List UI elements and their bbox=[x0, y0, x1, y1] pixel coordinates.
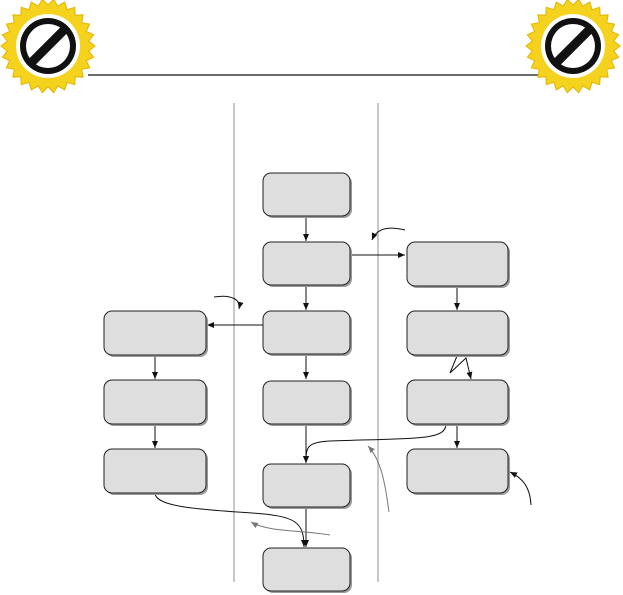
process-box-shape bbox=[406, 310, 509, 356]
process-box-shape bbox=[262, 547, 351, 592]
annotation-arrow-top-right bbox=[371, 227, 406, 241]
no-symbol-icon bbox=[525, 0, 621, 94]
process-box-shape bbox=[406, 379, 509, 425]
process-box-center-2 bbox=[262, 241, 352, 287]
annotation-arrow-top-left bbox=[213, 295, 244, 310]
process-box-shape bbox=[103, 379, 207, 425]
process-box-right-1 bbox=[406, 241, 510, 288]
process-box-shape bbox=[262, 172, 351, 217]
process-box-center-6 bbox=[262, 547, 352, 593]
process-box-center-3 bbox=[262, 310, 352, 356]
edge-left3-center6 bbox=[154, 493, 307, 548]
edge-right3-center5 bbox=[303, 424, 447, 464]
process-box-left-1 bbox=[103, 310, 208, 357]
process-box-center-1 bbox=[262, 172, 352, 218]
process-box-shape bbox=[262, 241, 351, 286]
process-box-left-2 bbox=[103, 379, 208, 426]
process-box-shape bbox=[406, 241, 509, 287]
process-box-right-2 bbox=[406, 310, 510, 357]
annotation-arrow-bottom-center bbox=[250, 521, 331, 536]
process-box-right-3 bbox=[406, 379, 510, 426]
process-box-center-4 bbox=[262, 380, 352, 426]
process-box-shape bbox=[262, 380, 351, 425]
annotation-arrow-lane-curve bbox=[367, 445, 390, 513]
process-box-shape bbox=[262, 463, 351, 508]
process-box-shape bbox=[262, 310, 351, 355]
process-box-center-5 bbox=[262, 463, 352, 509]
annotation-arrow-bottom-right bbox=[509, 471, 532, 506]
process-box-shape bbox=[103, 448, 207, 494]
no-symbol-icon bbox=[0, 0, 96, 94]
process-box-left-3 bbox=[103, 448, 208, 495]
process-box-right-4 bbox=[406, 448, 510, 495]
edge-right2-right3 bbox=[449, 355, 473, 380]
process-box-shape bbox=[406, 448, 509, 494]
process-box-shape bbox=[103, 310, 207, 356]
